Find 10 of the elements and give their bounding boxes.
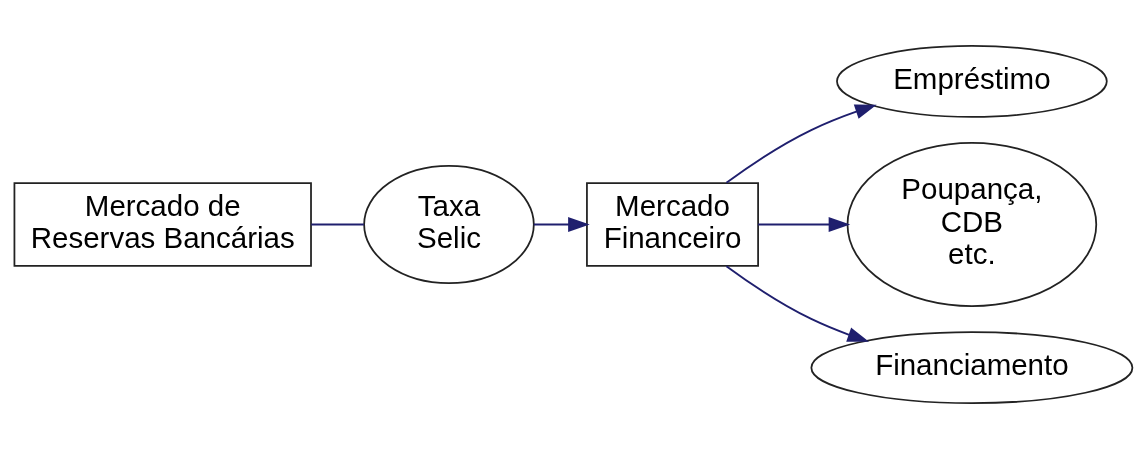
node-ellipse: Poupança, CDB etc. xyxy=(846,142,1098,307)
arrow xyxy=(532,216,590,233)
connector xyxy=(310,223,365,226)
arrow xyxy=(725,265,870,342)
node-box: Mercado Financeiro xyxy=(586,182,759,267)
arrow xyxy=(725,104,877,184)
node-ellipse: Financiamento xyxy=(810,331,1134,405)
arrow xyxy=(757,216,851,233)
node-box: Mercado de Reservas Bancárias xyxy=(13,182,312,267)
node-ellipse: Taxa Selic xyxy=(363,165,535,284)
